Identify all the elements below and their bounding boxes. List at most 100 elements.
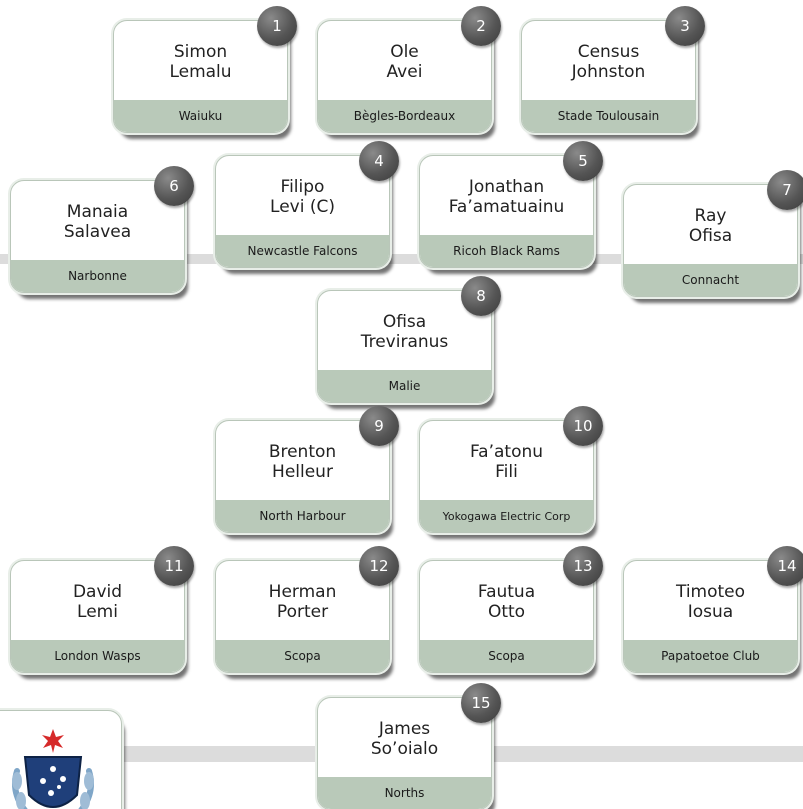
team-logo-card <box>0 710 122 809</box>
player-card-10[interactable]: Fa’atonu Fili Yokogawa Electric Corp 10 <box>419 406 603 533</box>
player-club: North Harbour <box>216 500 389 532</box>
card-body: Ray Ofisa Connacht <box>624 185 797 296</box>
player-last-name: Levi (C) <box>270 196 335 217</box>
player-name: Timoteo Iosua <box>624 561 797 642</box>
jersey-number-badge: 1 <box>257 6 297 46</box>
player-name: Filipo Levi (C) <box>216 156 389 237</box>
card-body: Ole Avei Bègles-Bordeaux <box>318 21 491 132</box>
player-first-name: Fautua <box>477 581 536 602</box>
player-last-name: Iosua <box>687 601 734 622</box>
player-last-name: Avei <box>386 61 423 82</box>
jersey-number-badge: 4 <box>359 141 399 181</box>
player-card-5[interactable]: Jonathan Fa’amatuainu Ricoh Black Rams 5 <box>419 141 603 268</box>
player-club: Papatoetoe Club <box>624 640 797 672</box>
player-name: Ray Ofisa <box>624 185 797 266</box>
player-last-name: Porter <box>276 601 329 622</box>
player-name: Ole Avei <box>318 21 491 102</box>
player-first-name: James <box>378 718 431 739</box>
player-club: Newcastle Falcons <box>216 235 389 267</box>
card-body: Simon Lemalu Waiuku <box>114 21 287 132</box>
jersey-number-badge: 9 <box>359 406 399 446</box>
player-first-name: Jonathan <box>468 176 545 197</box>
card-body: Filipo Levi (C) Newcastle Falcons <box>216 156 389 267</box>
player-card-13[interactable]: Fautua Otto Scopa 13 <box>419 546 603 673</box>
card-body: David Lemi London Wasps <box>11 561 184 672</box>
team-crest-icon <box>12 729 94 809</box>
card-body: Fautua Otto Scopa <box>420 561 593 672</box>
player-last-name: Salavea <box>63 221 132 242</box>
player-card-1[interactable]: Simon Lemalu Waiuku 1 <box>113 6 297 133</box>
player-name: Fautua Otto <box>420 561 593 642</box>
player-last-name: Lemalu <box>169 61 232 82</box>
player-last-name: Ofisa <box>688 225 733 246</box>
player-card-9[interactable]: Brenton Helleur North Harbour 9 <box>215 406 399 533</box>
player-first-name: Ray <box>694 205 727 226</box>
card-body: Census Johnston Stade Toulousain <box>522 21 695 132</box>
jersey-number-badge: 10 <box>563 406 603 446</box>
player-club: Scopa <box>420 640 593 672</box>
player-club: Bègles-Bordeaux <box>318 100 491 132</box>
card-body: Jonathan Fa’amatuainu Ricoh Black Rams <box>420 156 593 267</box>
player-first-name: David <box>72 581 123 602</box>
player-card-15[interactable]: James So’oialo Norths 15 <box>317 683 501 809</box>
player-name: Brenton Helleur <box>216 421 389 502</box>
player-last-name: Helleur <box>272 461 333 482</box>
player-card-3[interactable]: Census Johnston Stade Toulousain 3 <box>521 6 705 133</box>
card-body: Ofisa Treviranus Malie <box>318 291 491 402</box>
player-first-name: Herman <box>268 581 337 602</box>
player-name: Ofisa Treviranus <box>318 291 491 372</box>
player-last-name: Otto <box>487 601 526 622</box>
player-name: Herman Porter <box>216 561 389 642</box>
player-card-4[interactable]: Filipo Levi (C) Newcastle Falcons 4 <box>215 141 399 268</box>
player-card-11[interactable]: David Lemi London Wasps 11 <box>10 546 194 673</box>
card-body: Brenton Helleur North Harbour <box>216 421 389 532</box>
card-body: James So’oialo Norths <box>318 698 491 809</box>
player-last-name: So’oialo <box>370 738 439 759</box>
player-name: Jonathan Fa’amatuainu <box>420 156 593 237</box>
jersey-number-badge: 7 <box>767 170 803 210</box>
player-card-2[interactable]: Ole Avei Bègles-Bordeaux 2 <box>317 6 501 133</box>
card-body: Fa’atonu Fili Yokogawa Electric Corp <box>420 421 593 532</box>
jersey-number-badge: 12 <box>359 546 399 586</box>
jersey-number-badge: 13 <box>563 546 603 586</box>
player-first-name: Ole <box>390 41 419 62</box>
player-club: Stade Toulousain <box>522 100 695 132</box>
card-body: Manaia Salavea Narbonne <box>11 181 184 292</box>
player-club: Ricoh Black Rams <box>420 235 593 267</box>
player-club: Narbonne <box>11 260 184 292</box>
player-first-name: Manaia <box>66 201 129 222</box>
jersey-number-badge: 8 <box>461 276 501 316</box>
player-first-name: Simon <box>173 41 228 62</box>
player-last-name: Lemi <box>77 601 118 622</box>
card-body: Herman Porter Scopa <box>216 561 389 672</box>
player-card-12[interactable]: Herman Porter Scopa 12 <box>215 546 399 673</box>
player-name: Census Johnston <box>522 21 695 102</box>
player-name: Manaia Salavea <box>11 181 184 262</box>
player-first-name: Census <box>577 41 640 62</box>
player-first-name: Fa’atonu <box>469 441 544 462</box>
player-club: Norths <box>318 777 491 809</box>
card-body: Timoteo Iosua Papatoetoe Club <box>624 561 797 672</box>
jersey-number-badge: 3 <box>665 6 705 46</box>
jersey-number-badge: 11 <box>154 546 194 586</box>
player-card-8[interactable]: Ofisa Treviranus Malie 8 <box>317 276 501 403</box>
jersey-number-badge: 5 <box>563 141 603 181</box>
jersey-number-badge: 14 <box>767 546 803 586</box>
player-first-name: Timoteo <box>675 581 746 602</box>
player-name: Fa’atonu Fili <box>420 421 593 502</box>
player-last-name: Treviranus <box>360 331 449 352</box>
player-card-7[interactable]: Ray Ofisa Connacht 7 <box>623 170 803 297</box>
player-club: London Wasps <box>11 640 184 672</box>
jersey-number-badge: 6 <box>154 166 194 206</box>
player-club: Scopa <box>216 640 389 672</box>
player-first-name: Ofisa <box>382 311 427 332</box>
player-last-name: Fa’amatuainu <box>448 196 565 217</box>
player-card-14[interactable]: Timoteo Iosua Papatoetoe Club 14 <box>623 546 803 673</box>
jersey-number-badge: 2 <box>461 6 501 46</box>
player-name: Simon Lemalu <box>114 21 287 102</box>
player-club: Connacht <box>624 264 797 296</box>
player-card-6[interactable]: Manaia Salavea Narbonne 6 <box>10 166 194 293</box>
jersey-number-badge: 15 <box>461 683 501 723</box>
player-last-name: Johnston <box>571 61 646 82</box>
